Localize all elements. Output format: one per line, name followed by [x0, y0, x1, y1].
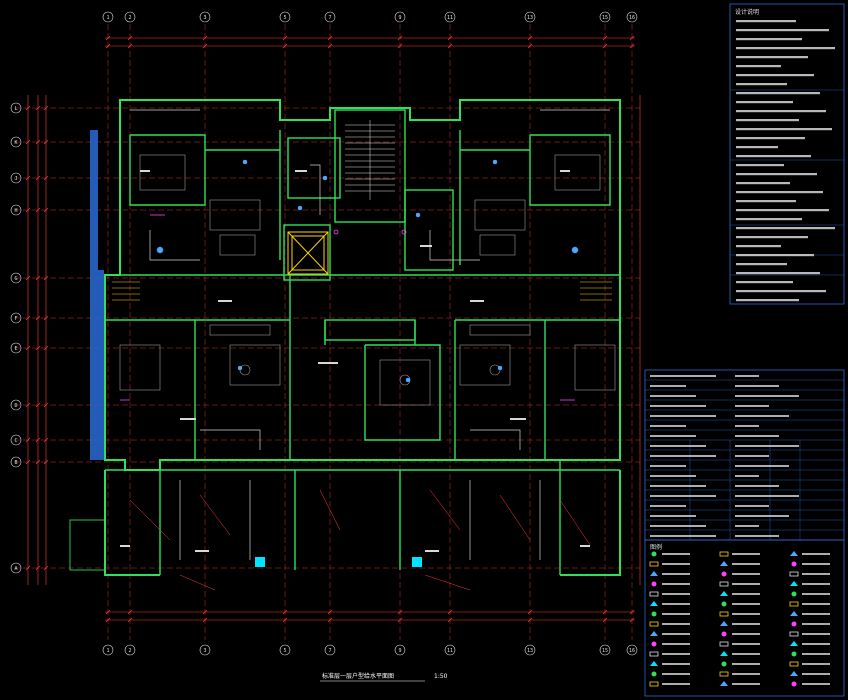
axis-label: 13 — [527, 648, 533, 654]
axis-bubble: 9 — [394, 644, 406, 656]
axis-bubble: 13 — [524, 644, 536, 656]
axis-bubble: C — [10, 434, 22, 446]
axis-bubble: 15 — [599, 644, 611, 656]
axis-bubble: 2 — [124, 11, 136, 23]
axis-label: F — [14, 316, 17, 322]
axis-label: 11 — [447, 15, 453, 21]
axis-label: 15 — [602, 15, 608, 21]
floor-plan — [69, 99, 621, 591]
axis-bubble: 7 — [324, 11, 336, 23]
axis-bubble: E — [10, 342, 22, 354]
axis-bubble: H — [10, 204, 22, 216]
axis-bubble: 3 — [199, 644, 211, 656]
axis-bubble: K — [10, 136, 22, 148]
axis-bubble: 5 — [279, 11, 291, 23]
axis-bubble: D — [10, 399, 22, 411]
axis-label: D — [14, 403, 17, 409]
axis-bubble: 1 — [102, 11, 114, 23]
axis-label: 5 — [283, 15, 286, 21]
water-fixtures — [156, 159, 579, 383]
dimension-lines — [27, 37, 641, 621]
design-notes-panel: 设计说明 — [729, 3, 845, 305]
notes-header: 设计说明 — [735, 8, 759, 16]
room-annotations — [120, 170, 590, 552]
axis-label: 7 — [328, 648, 331, 654]
magenta-marks — [120, 214, 575, 401]
axis-bubble: A — [10, 562, 22, 574]
axis-label: 15 — [602, 648, 608, 654]
interior-walls — [105, 109, 620, 575]
axis-label: G — [14, 276, 17, 282]
axis-label: B — [14, 460, 17, 466]
axis-label: 1 — [106, 648, 109, 654]
elevator-shaft — [287, 231, 329, 275]
legend-header: 图例 — [650, 543, 662, 551]
axis-bubble: 9 — [394, 11, 406, 23]
drawing-scale: 1:50 — [434, 673, 448, 680]
axis-label: 16 — [629, 648, 635, 654]
axis-grid-lines — [14, 24, 640, 640]
equipment-table-panel — [644, 369, 845, 541]
water-pipes — [130, 109, 610, 560]
axis-label: H — [14, 208, 17, 214]
axis-label: 3 — [203, 15, 206, 21]
axis-label: L — [14, 106, 17, 112]
axis-bubble: 5 — [279, 644, 291, 656]
axis-bubble: 13 — [524, 11, 536, 23]
axis-bubble: G — [10, 272, 22, 284]
axis-bubbles-top: 1 2 3 5 7 9 11 13 15 16 — [102, 11, 638, 23]
axis-label: E — [14, 346, 17, 352]
axis-bubble: 11 — [444, 644, 456, 656]
cyan-markers — [255, 557, 422, 567]
axis-label: J — [14, 176, 17, 182]
leader-lines — [129, 489, 591, 591]
axis-label: C — [14, 438, 17, 444]
axis-label: 13 — [527, 15, 533, 21]
axis-label: 1 — [106, 15, 109, 21]
drawing-title-block: 标准层一层户型给水平面图 1:50 — [320, 672, 448, 682]
balcony-steps — [112, 281, 612, 301]
drawing-title: 标准层一层户型给水平面图 — [322, 672, 394, 680]
axis-bubble: F — [10, 312, 22, 324]
axis-label: A — [14, 566, 17, 572]
axis-label: 7 — [328, 15, 331, 21]
axis-bubbles-bottom: 1 2 3 5 7 9 11 13 15 16 — [102, 644, 638, 656]
axis-label: 2 — [128, 648, 131, 654]
axis-label: 2 — [128, 15, 131, 21]
axis-label: 5 — [283, 648, 286, 654]
axis-label: 9 — [398, 15, 401, 21]
axis-bubble: J — [10, 172, 22, 184]
axis-bubble: 11 — [444, 11, 456, 23]
axis-label: 16 — [629, 15, 635, 21]
axis-label: K — [14, 140, 17, 146]
axis-label: 11 — [447, 648, 453, 654]
axis-bubble: 16 — [626, 11, 638, 23]
axis-bubble: 15 — [599, 11, 611, 23]
axis-bubbles-left: L K J H G F E D C B A — [10, 102, 22, 574]
axis-bubble: L — [10, 102, 22, 114]
axis-label: 9 — [398, 648, 401, 654]
axis-bubble: 1 — [102, 644, 114, 656]
axis-bubble: 7 — [324, 644, 336, 656]
stair — [345, 120, 395, 200]
axis-label: 3 — [203, 648, 206, 654]
axis-bubble: 16 — [626, 644, 638, 656]
axis-bubble: 2 — [124, 644, 136, 656]
legend-panel: 图例 — [644, 539, 845, 697]
furniture — [119, 154, 616, 406]
axis-bubble: 3 — [199, 11, 211, 23]
axis-bubble: B — [10, 456, 22, 468]
